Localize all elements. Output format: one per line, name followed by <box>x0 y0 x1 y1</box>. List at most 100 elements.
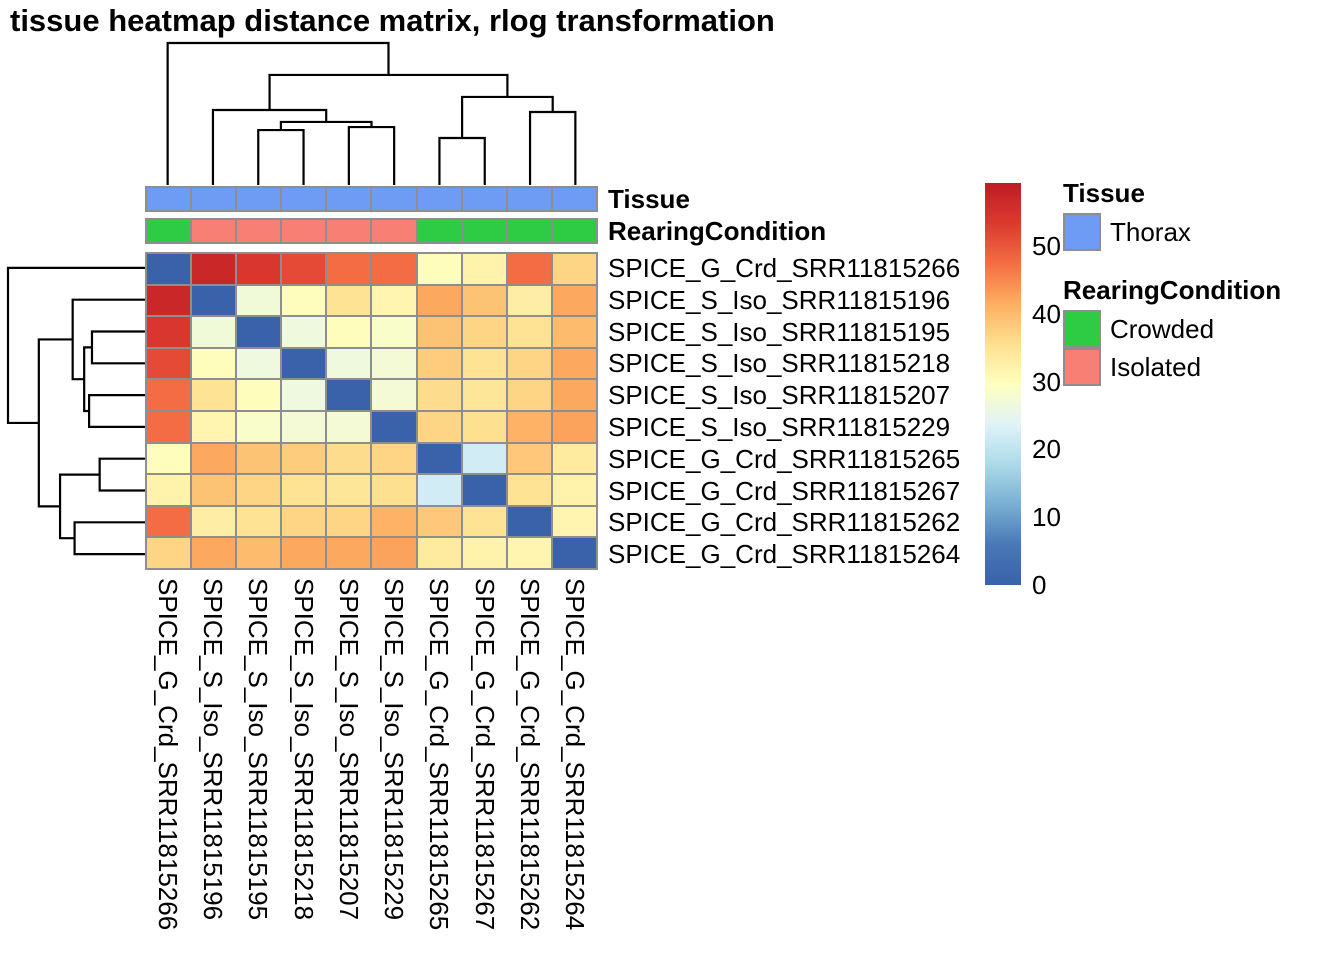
heatmap-cell <box>372 254 416 284</box>
annotation-cell-isolated <box>372 220 416 242</box>
legend-swatch <box>1063 310 1101 348</box>
heatmap-cell <box>552 317 596 347</box>
heatmap-cell <box>507 380 551 410</box>
heatmap-cell <box>237 348 281 379</box>
annotation-cell-thorax <box>237 188 281 210</box>
column-label: SPICE_S_Iso_SRR11815229 <box>379 578 410 921</box>
row-dendrogram <box>6 266 145 556</box>
heatmap-cell <box>237 475 281 505</box>
heatmap-cell <box>192 538 236 568</box>
heatmap-cell <box>372 285 416 316</box>
heatmap-cell <box>327 506 371 537</box>
heatmap-cell <box>282 506 326 537</box>
dendrogram-branch <box>347 125 396 185</box>
annotation-cell-thorax <box>147 188 191 210</box>
annotation-cell-isolated <box>237 220 281 242</box>
dendrogram-branch <box>58 473 100 540</box>
heatmap-cell <box>507 538 551 568</box>
heatmap-cell <box>552 285 596 316</box>
heatmap-cell <box>327 317 371 347</box>
annotation-cell-thorax <box>507 188 551 210</box>
heatmap-cell <box>327 348 371 379</box>
column-label: SPICE_S_Iso_SRR11815196 <box>197 578 228 921</box>
tissue-annotation-label: Tissue <box>608 184 690 214</box>
heatmap-cell <box>147 412 191 442</box>
dendrogram-branch <box>98 457 145 492</box>
dendrogram-branch <box>73 521 145 556</box>
heatmap-cell <box>192 254 236 284</box>
colorbar-tick-label: 0 <box>1032 570 1047 600</box>
heatmap-cell <box>327 412 371 442</box>
heatmap-cell <box>372 412 416 442</box>
heatmap-cell <box>282 254 326 284</box>
heatmap-cell <box>462 380 506 410</box>
annotation-cell-crowded <box>462 220 506 242</box>
heatmap-cell <box>327 380 371 410</box>
annotation-cell-thorax <box>327 188 371 210</box>
heatmap-cell <box>552 348 596 379</box>
dendrogram-branch <box>268 73 509 111</box>
heatmap-cell <box>192 317 236 347</box>
heatmap-cell <box>372 506 416 537</box>
column-label: SPICE_G_Crd_SRR11815266 <box>152 578 183 931</box>
heatmap-cell <box>237 506 281 537</box>
heatmap-cell <box>147 506 191 537</box>
dendrogram-branch <box>257 128 305 185</box>
heatmap-cell <box>372 538 416 568</box>
colorbar <box>985 183 1021 585</box>
heatmap-cell <box>507 285 551 316</box>
annotation-cell-thorax <box>282 188 326 210</box>
heatmap-cell <box>552 443 596 474</box>
heatmap-cell <box>507 506 551 537</box>
heatmap-cell <box>552 380 596 410</box>
annotation-cell-isolated <box>282 220 326 242</box>
legend-section-title: Tissue <box>1063 178 1145 208</box>
column-label: SPICE_G_Crd_SRR11815265 <box>424 578 455 931</box>
legend-item-label: Isolated <box>1110 351 1202 382</box>
heatmap-cell <box>237 412 281 442</box>
heatmap-cell <box>147 443 191 474</box>
annotation-cell-thorax <box>552 188 596 210</box>
heatmap-cell <box>147 475 191 505</box>
colorbar-tick-label: 40 <box>1032 298 1061 329</box>
legend-item: Isolated <box>1063 348 1344 386</box>
heatmap-cell <box>372 380 416 410</box>
heatmap-cell <box>507 348 551 379</box>
dendrogram-branch <box>6 266 145 425</box>
heatmap-cell <box>282 443 326 474</box>
heatmap-cell <box>372 317 416 347</box>
heatmap-cell <box>327 475 371 505</box>
dendrogram-branch <box>461 95 554 138</box>
heatmap-cell <box>417 475 461 505</box>
row-label: SPICE_G_Crd_SRR11815265 <box>608 443 961 474</box>
annotation-cell-isolated <box>192 220 236 242</box>
heatmap-cell <box>417 348 461 379</box>
heatmap-cell <box>417 380 461 410</box>
heatmap-cell <box>192 443 236 474</box>
heatmap-cell <box>327 538 371 568</box>
colorbar-tick-label: 20 <box>1032 434 1061 465</box>
heatmap-cell <box>147 317 191 347</box>
heatmap-cell <box>462 475 506 505</box>
heatmap-grid <box>145 252 598 570</box>
heatmap-cell <box>417 317 461 347</box>
row-label: SPICE_S_Iso_SRR11815195 <box>608 316 951 347</box>
colorbar-tick-label: 50 <box>1032 231 1061 262</box>
heatmap-cell <box>507 443 551 474</box>
heatmap-cell <box>192 506 236 537</box>
annotation-cell-crowded <box>417 220 461 242</box>
heatmap-cell <box>417 285 461 316</box>
heatmap-cell <box>462 538 506 568</box>
column-dendrogram <box>166 41 577 185</box>
heatmap-cell <box>552 412 596 442</box>
heatmap-cell <box>327 285 371 316</box>
row-label: SPICE_S_Iso_SRR11815218 <box>608 348 951 379</box>
heatmap-cell <box>462 254 506 284</box>
heatmap-cell <box>192 412 236 442</box>
column-label: SPICE_G_Crd_SRR11815267 <box>469 578 500 931</box>
legend-swatch <box>1063 213 1101 251</box>
colorbar-tick-label: 30 <box>1032 366 1061 397</box>
heatmap-cell <box>462 506 506 537</box>
column-label: SPICE_S_Iso_SRR11815207 <box>333 578 364 921</box>
